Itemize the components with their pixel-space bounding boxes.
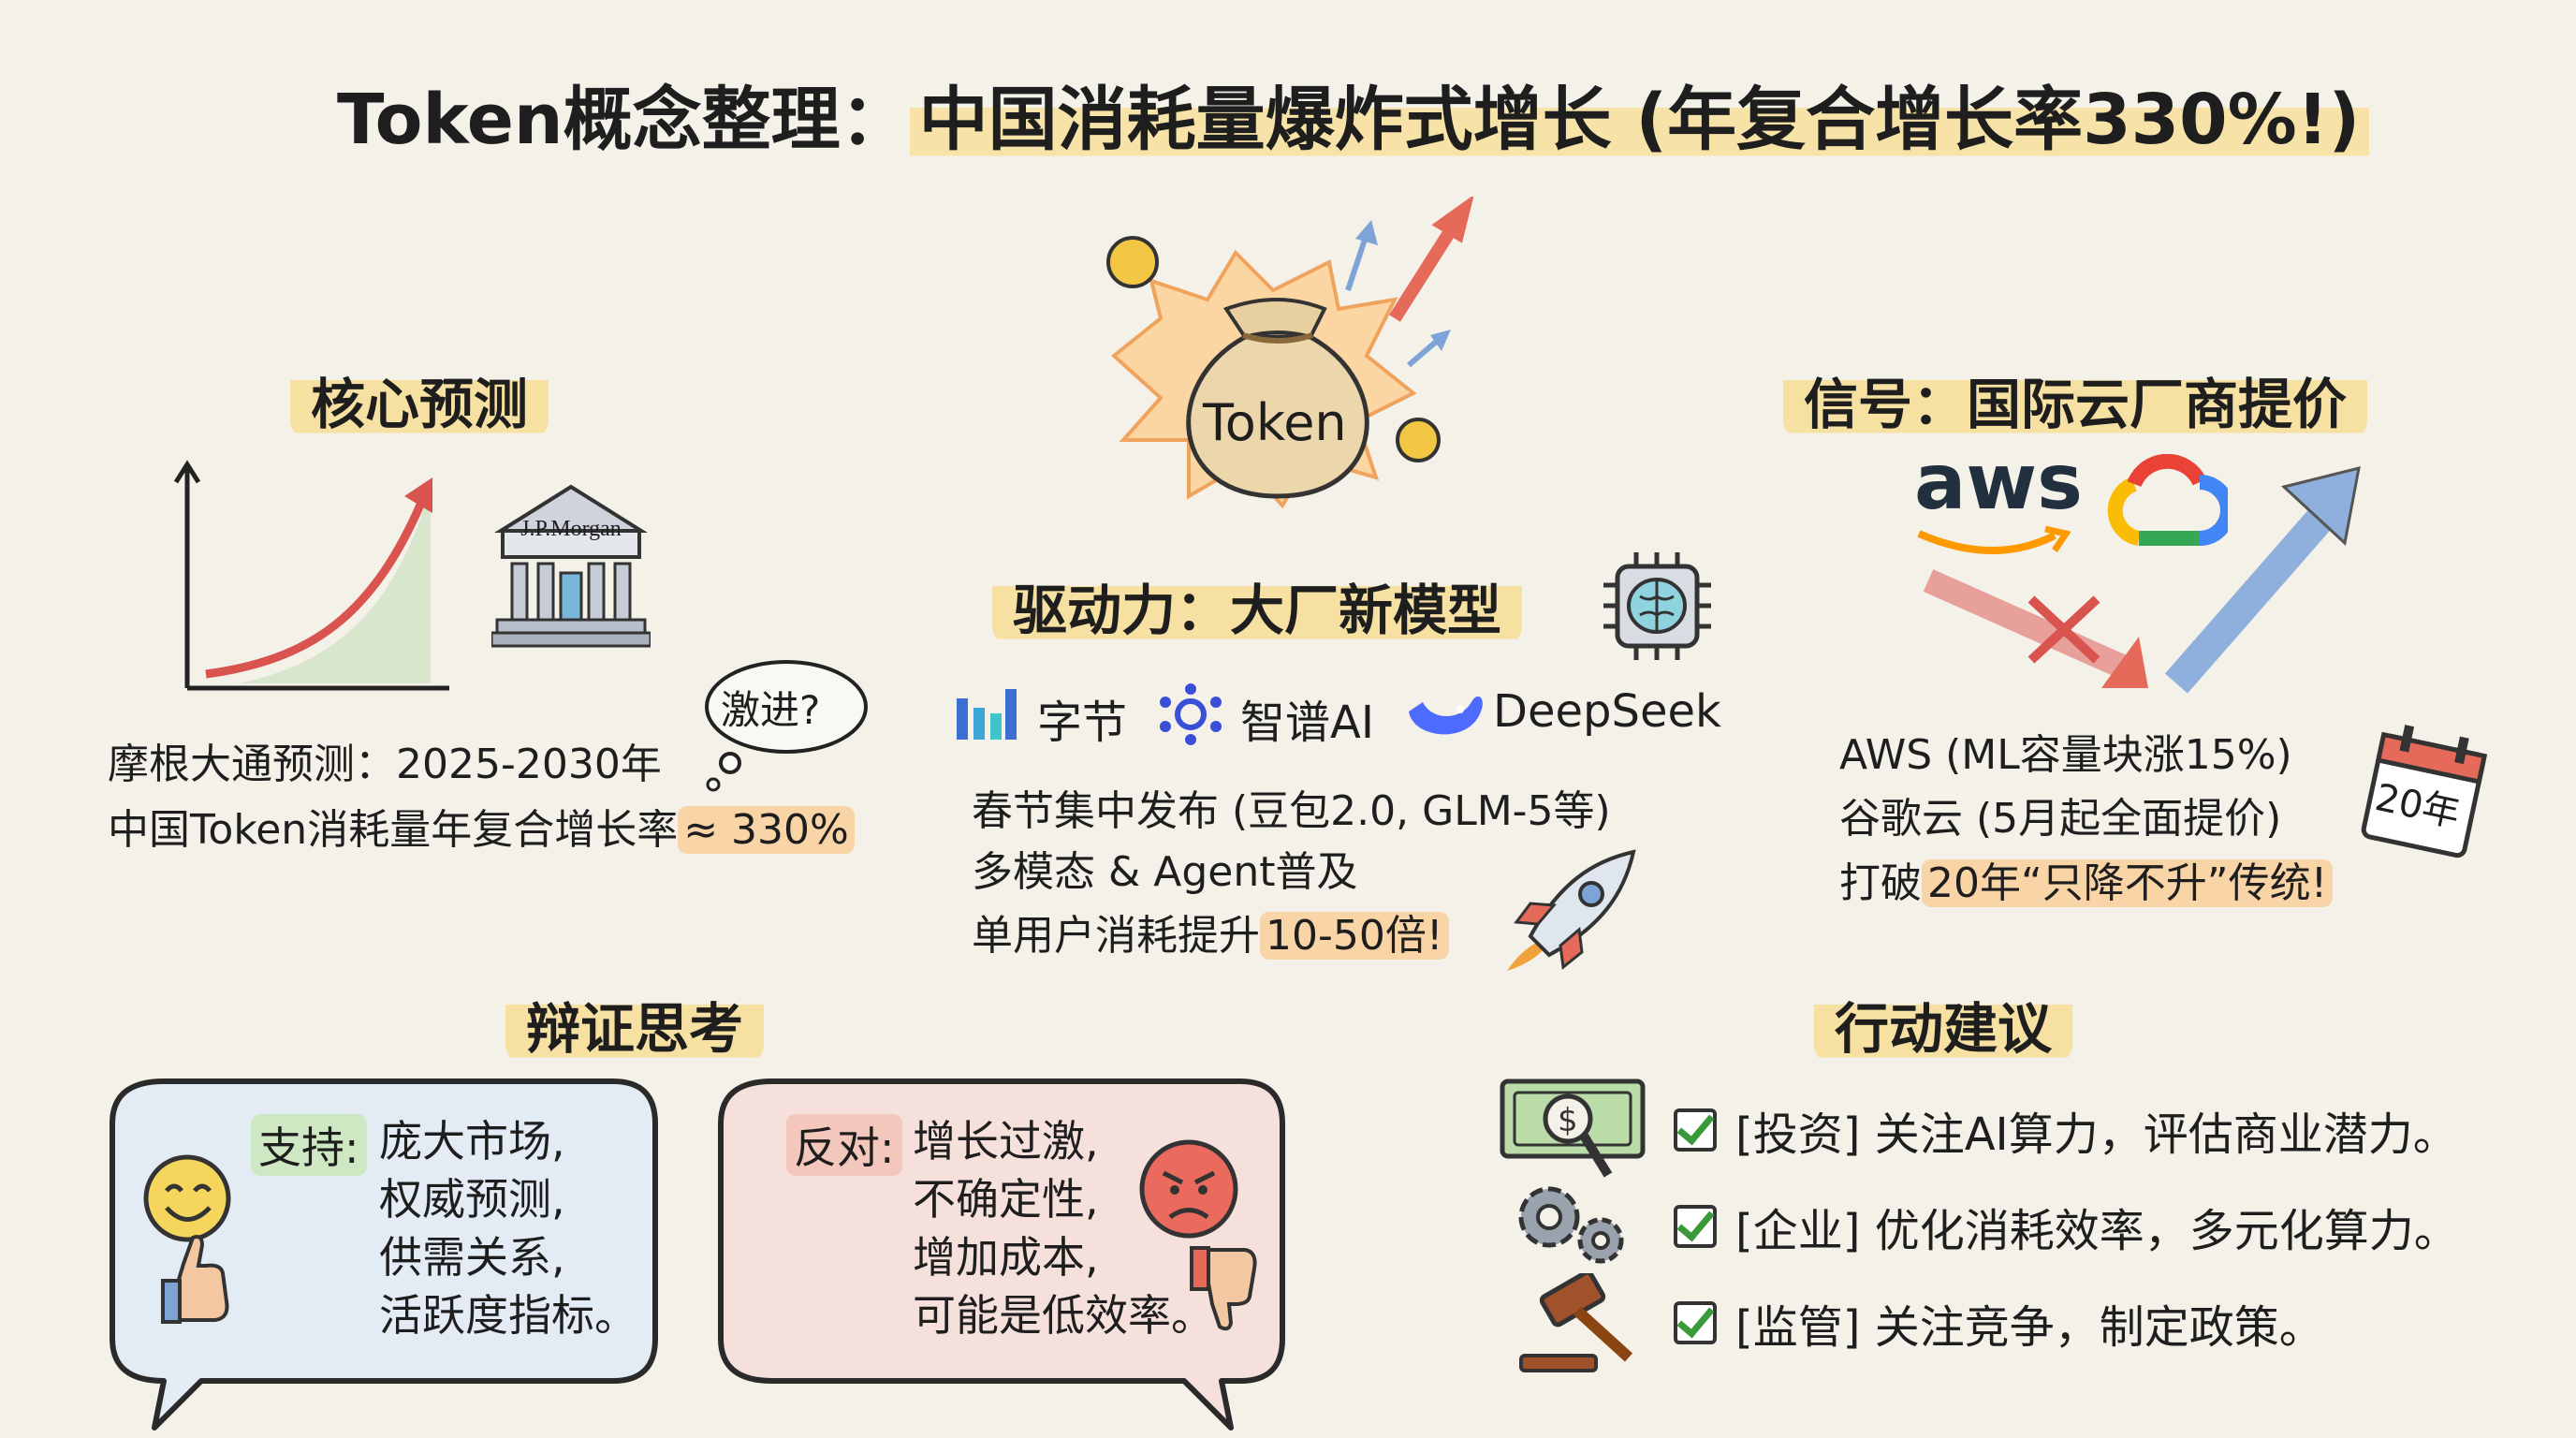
gavel-icon	[1519, 1273, 1633, 1372]
support-item: 活跃度指标。	[379, 1290, 637, 1341]
signal-line-1: AWS (ML容量块涨15%)	[1839, 731, 2292, 779]
money-magnifier-icon: $	[1500, 1078, 1646, 1178]
action-item-enterprise: [企业] 优化消耗效率，多元化算力。	[1674, 1194, 2459, 1259]
core-line-1: 摩根大通预测：2025-2030年	[108, 741, 662, 788]
action-item-invest: [投资] 关注AI算力，评估商业潜力。	[1674, 1097, 2458, 1163]
thought-bubble	[705, 660, 868, 792]
oppose-list: 增长过激, 不确定性, 增加成本, 可能是低效率。	[913, 1112, 1214, 1344]
title-lead: Token概念整理：	[337, 80, 910, 160]
core-heading: 核心预测	[290, 360, 549, 439]
thought-text: 激进?	[721, 687, 821, 733]
checkbox-icon	[1674, 1205, 1717, 1248]
driver-multiplier-highlight: 10-50倍!	[1260, 912, 1449, 960]
google-cloud-logo-icon	[2107, 454, 2228, 546]
oppose-item: 增长过激,	[913, 1116, 1099, 1167]
support-bubble	[110, 1078, 658, 1431]
action-text: [企业] 优化消耗效率，多元化算力。	[1735, 1205, 2459, 1257]
action-text: [监管] 关注竞争，制定政策。	[1735, 1301, 2324, 1354]
action-text: [投资] 关注AI算力，评估商业潜力。	[1735, 1108, 2458, 1161]
core-line-2-prefix: 中国Token消耗量年复合增长率	[108, 806, 679, 854]
driver-line-3-prefix: 单用户消耗提升	[972, 912, 1260, 960]
smiley-face-icon	[143, 1154, 231, 1324]
checkbox-icon	[1674, 1301, 1717, 1344]
core-cagr-highlight: ≈ 330%	[678, 806, 855, 854]
price-trend-arrows	[1923, 465, 2361, 694]
bytedance-logo-icon	[957, 689, 1017, 740]
signal-line-2: 谷歌云 (5月起全面提价)	[1839, 795, 2282, 843]
svg-text:$: $	[1558, 1102, 1578, 1139]
support-item: 权威预测,	[379, 1174, 565, 1225]
zhipu-logo-icon	[1160, 683, 1222, 745]
brand-deepseek: DeepSeek	[1493, 685, 1721, 738]
angry-face-icon	[1139, 1139, 1257, 1331]
brand-bytedance: 字节	[1037, 697, 1128, 749]
aws-smile-icon	[1917, 525, 2071, 554]
action-item-regulation: [监管] 关注竞争，制定政策。	[1674, 1290, 2324, 1356]
support-item: 供需关系,	[379, 1232, 565, 1283]
oppose-item: 可能是低效率。	[913, 1290, 1214, 1341]
support-label: 支持:	[251, 1114, 367, 1176]
driver-heading: 驱动力：大厂新模型	[992, 566, 1523, 645]
bank-label: J.P.Morgan	[520, 517, 622, 541]
calendar-icon	[2361, 725, 2488, 858]
gears-icon	[1518, 1186, 1624, 1264]
bank-building-icon	[491, 484, 651, 648]
growth-chart-icon	[173, 460, 449, 691]
core-line-2: 中国Token消耗量年复合增长率≈ 330%	[108, 800, 855, 860]
deepseek-whale-icon	[1409, 696, 1483, 735]
oppose-item: 不确定性,	[913, 1174, 1099, 1225]
oppose-item: 增加成本,	[913, 1232, 1099, 1283]
rocket-icon	[1507, 849, 1636, 971]
title-highlight: 中国消耗量爆炸式增长 (年复合增长率330%!)	[909, 80, 2370, 160]
token-bag-label: Token	[1203, 393, 1347, 452]
brand-zhipu: 智谱AI	[1240, 697, 1374, 749]
signal-heading: 信号：国际云厂商提价	[1783, 360, 2368, 439]
support-item: 庞大市场,	[379, 1116, 565, 1167]
driver-line-2: 多模态 & Agent普及	[972, 848, 1358, 896]
support-list: 庞大市场, 权威预测, 供需关系, 活跃度指标。	[379, 1112, 637, 1344]
debate-heading: 辩证思考	[505, 985, 765, 1064]
actions-heading: 行动建议	[1814, 985, 2073, 1064]
page-title: Token概念整理：中国消耗量爆炸式增长 (年复合增长率330%!)	[337, 64, 2370, 164]
ai-chip-icon	[1603, 552, 1711, 660]
token-bag-icon	[1106, 197, 1474, 509]
oppose-label: 反对:	[786, 1114, 902, 1176]
signal-line-3-prefix: 打破	[1839, 859, 1922, 907]
aws-logo: aws	[1914, 438, 2083, 527]
checkbox-icon	[1674, 1108, 1717, 1152]
driver-line-1: 春节集中发布 (豆包2.0, GLM-5等)	[972, 787, 1611, 835]
signal-tradition-highlight: 20年“只降不升”传统!	[1922, 859, 2334, 907]
